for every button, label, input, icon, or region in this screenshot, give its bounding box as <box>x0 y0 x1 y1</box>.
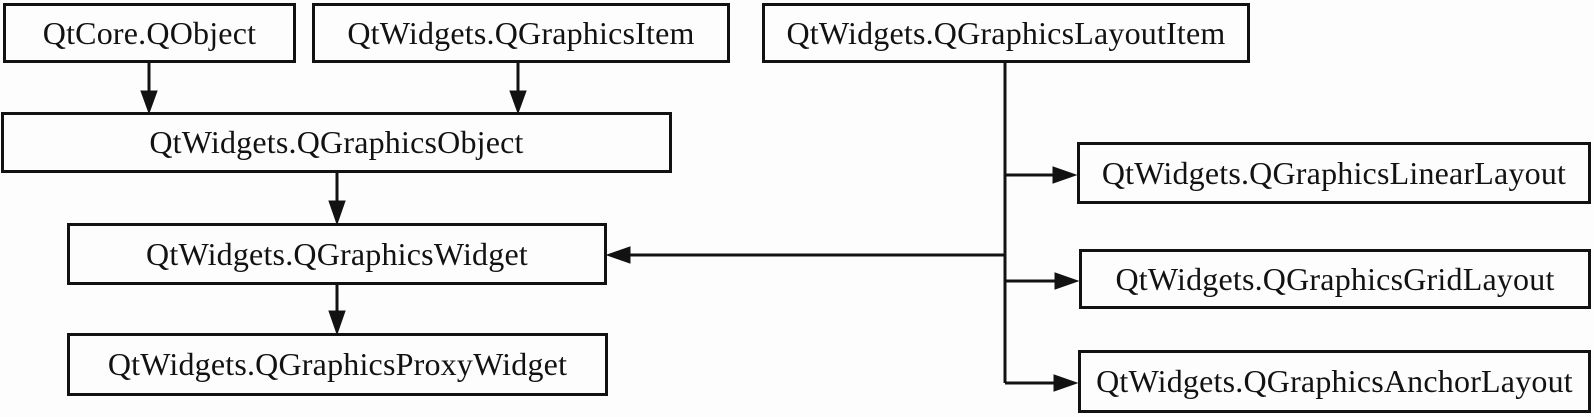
edge-qgraphicslayoutitem-to-qgraphicsgridlayout <box>1005 272 1080 290</box>
node-qtwidgets-qgraphicslayoutitem: QtWidgets.QGraphicsLayoutItem <box>762 3 1250 63</box>
edge-qgraphicslayoutitem-to-qgraphicswidget <box>605 246 1005 264</box>
edge-qgraphicslayoutitem-to-qgraphicslinearlayout <box>1005 166 1078 184</box>
node-qtwidgets-qgraphicsanchorlayout: QtWidgets.QGraphicsAnchorLayout <box>1078 350 1591 413</box>
node-label: QtWidgets.QGraphicsProxyWidget <box>107 346 568 382</box>
node-label: QtCore.QObject <box>42 14 257 51</box>
node-qtwidgets-qgraphicswidget: QtWidgets.QGraphicsWidget <box>67 223 607 285</box>
node-label: QtWidgets.QGraphicsWidget <box>146 235 528 272</box>
node-qtwidgets-qgraphicsgridlayout: QtWidgets.QGraphicsGridLayout <box>1079 249 1591 309</box>
node-label: QtWidgets.QGraphicsLinearLayout <box>1101 154 1567 191</box>
node-qtwidgets-qgraphicsproxywidget: QtWidgets.QGraphicsProxyWidget <box>67 333 608 396</box>
node-qtwidgets-qgraphicslinearlayout: QtWidgets.QGraphicsLinearLayout <box>1077 142 1591 204</box>
node-qtwidgets-qgraphicsobject: QtWidgets.QGraphicsObject <box>1 112 672 173</box>
edge-qgraphicswidget-to-qgraphicsproxywidget <box>328 285 346 336</box>
node-label: QtWidgets.QGraphicsAnchorLayout <box>1096 363 1573 399</box>
node-label: QtWidgets.QGraphicsItem <box>347 14 695 51</box>
node-label: QtWidgets.QGraphicsLayoutItem <box>786 14 1226 51</box>
edge-qgraphicsobject-to-qgraphicswidget <box>328 172 346 226</box>
edge-qgraphicslayoutitem-to-qgraphicsanchorlayout <box>1005 374 1079 392</box>
edge-qgraphicsitem-to-qgraphicsobject <box>509 62 527 115</box>
node-label: QtWidgets.QGraphicsObject <box>149 124 524 160</box>
node-label: QtWidgets.QGraphicsGridLayout <box>1115 260 1555 297</box>
node-qtcore-qobject: QtCore.QObject <box>3 3 296 63</box>
node-qtwidgets-qgraphicsitem: QtWidgets.QGraphicsItem <box>312 3 730 63</box>
edge-qobject-to-qgraphicsobject <box>140 62 158 115</box>
